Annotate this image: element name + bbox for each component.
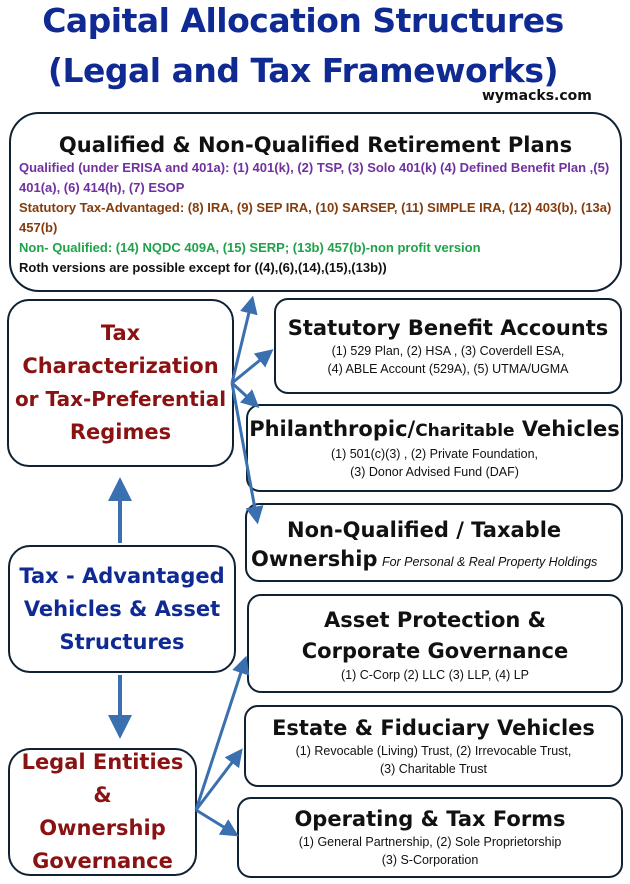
estate-box: Estate & Fiduciary Vehicles (1) Revocabl… [244, 705, 623, 787]
asset-protection-title-line1: Asset Protection & [324, 607, 546, 632]
tax-characterization-box: Tax Characterization or Tax-Preferential… [7, 299, 234, 467]
arrow-to-statutory-benefit [231, 349, 274, 385]
roth-note-text: Roth versions are possible except for ((… [19, 260, 387, 275]
statutory-benefit-line1: (1) 529 Plan, (2) HSA , (3) Coverdell ES… [331, 344, 565, 358]
legal-entities-box: Legal Entities & Ownership Governance [8, 748, 197, 876]
retirement-plans-title: Qualified & Non-Qualified Retirement Pla… [58, 133, 573, 157]
statutory-plans-text: Statutory Tax-Advantaged: (8) IRA, (9) S… [19, 200, 612, 235]
tax-char-line: or Tax-Preferential [14, 387, 227, 411]
estate-line1: (1) Revocable (Living) Trust, (2) Irrevo… [295, 743, 572, 758]
non-qualified-note: For Personal & Real Property Holdings [381, 555, 598, 569]
tax-adv-line: Vehicles & Asset [23, 596, 221, 621]
tax-char-line: Tax [100, 321, 141, 345]
operating-line1: (1) General Partnership, (2) Sole Propri… [298, 835, 562, 849]
estate-title: Estate & Fiduciary Vehicles [272, 715, 595, 740]
philanthropic-title-c: Vehicles [514, 417, 620, 441]
legal-line: Legal Entities & [21, 750, 184, 807]
operating-line2: (3) S-Corporation [381, 853, 479, 867]
arrow-to-asset-protection [194, 655, 250, 811]
tax-char-line: Regimes [69, 420, 172, 444]
philanthropic-line2: (3) Donor Advised Fund (DAF) [350, 465, 519, 479]
non-qualified-title-line2: Ownership [251, 547, 378, 571]
philanthropic-title: Philanthropic/Charitable Vehicles [249, 415, 620, 445]
non-qualified-ownership-box: Non-Qualified / Taxable Ownership For Pe… [245, 503, 623, 582]
qualified-plans-text: Qualified (under ERISA and 401a): (1) 40… [19, 160, 610, 195]
operating-box: Operating & Tax Forms (1) General Partne… [237, 797, 623, 878]
arrow-to-philanthropic [230, 381, 260, 409]
statutory-benefit-line2: (4) ABLE Account (529A), (5) UTMA/UGMA [327, 362, 569, 376]
asset-protection-line1: (1) C-Corp (2) LLC (3) LLP, (4) LP [340, 667, 530, 682]
legal-line: Governance [32, 849, 173, 873]
estate-line2: (3) Charitable Trust [380, 761, 487, 776]
tax-adv-line: Tax - Advantaged [19, 563, 225, 588]
philanthropic-line1: (1) 501(c)(3) , (2) Private Foundation, [330, 447, 539, 461]
legal-line: Ownership [39, 816, 166, 840]
philanthropic-title-a: Philanthropic/ [249, 417, 416, 441]
philanthropic-title-b: Charitable [415, 421, 515, 441]
arrow-to-retirement [230, 295, 258, 384]
page-title-line1: Capital Allocation Structures [42, 1, 564, 40]
statutory-benefit-box: Statutory Benefit Accounts (1) 529 Plan,… [274, 298, 622, 394]
tax-adv-line: Structures [59, 629, 185, 654]
philanthropic-box: Philanthropic/Charitable Vehicles (1) 50… [246, 404, 623, 492]
asset-protection-title-line2: Corporate Governance [301, 638, 569, 663]
asset-protection-box: Asset Protection & Corporate Governance … [247, 594, 623, 693]
operating-title: Operating & Tax Forms [294, 807, 566, 831]
arrow-to-estate [194, 748, 243, 811]
page-title-line2: (Legal and Tax Frameworks) [47, 51, 559, 90]
site-watermark: wymacks.com [482, 88, 592, 104]
non-qualified-plans-text: Non- Qualified: (14) NQDC 409A, (15) SER… [19, 240, 481, 255]
non-qualified-title-line1: Non-Qualified / Taxable [287, 518, 562, 542]
tax-char-line: Characterization [22, 354, 219, 378]
tax-advantaged-box: Tax - Advantaged Vehicles & Asset Struct… [8, 545, 236, 673]
statutory-benefit-title: Statutory Benefit Accounts [287, 316, 609, 340]
arrow-to-operating [195, 808, 239, 837]
retirement-plans-box: Qualified & Non-Qualified Retirement Pla… [9, 112, 622, 292]
